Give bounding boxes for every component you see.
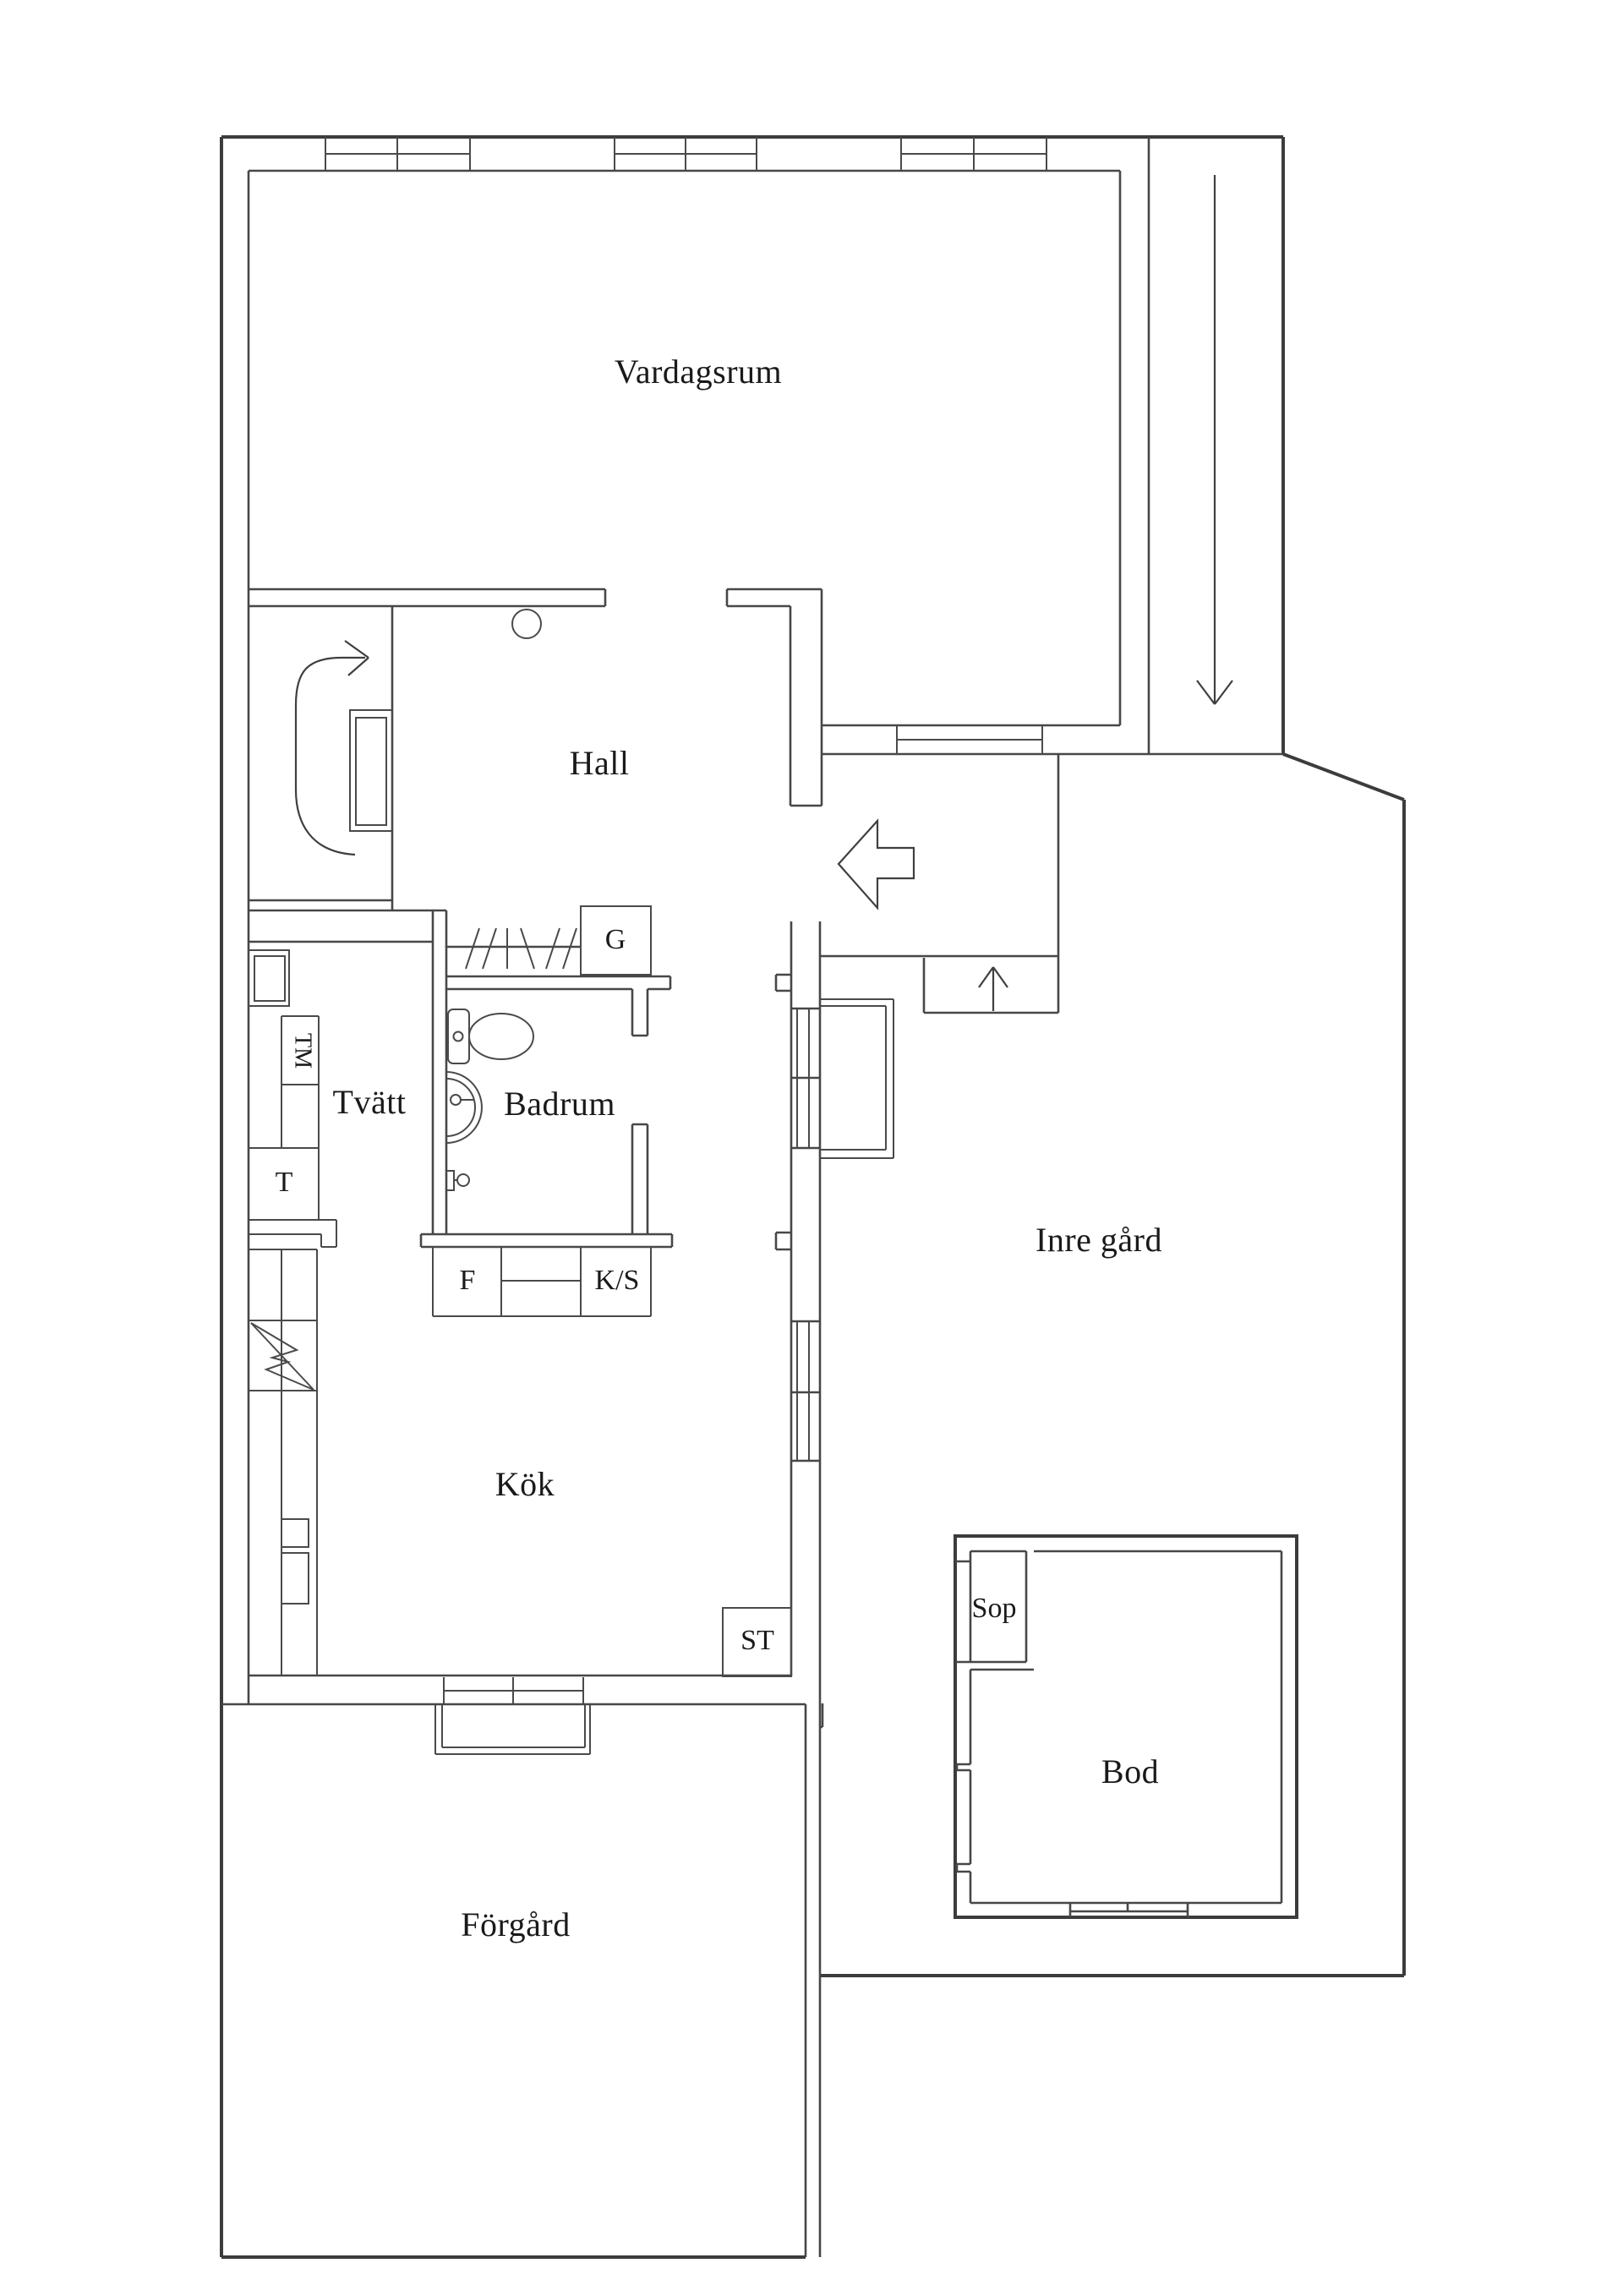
room-label-inre-gard: Inre gård (1036, 1221, 1162, 1259)
room-label-vardagsrum: Vardagsrum (615, 353, 782, 391)
room-label-badrum: Badrum (504, 1085, 615, 1123)
bod-outbuilding (954, 1534, 1298, 1919)
badrum-fixtures (445, 1009, 534, 1191)
wardrobe-hatch-marks (465, 927, 577, 970)
stair-flight-inner (355, 717, 387, 826)
room-label-kok: Kök (495, 1465, 555, 1503)
bod-inner-walls (955, 1550, 1283, 1917)
corridor (1196, 175, 1233, 705)
window-glazing-lines (443, 1677, 584, 1704)
laundry-bench-lines (249, 1015, 337, 1248)
hall-walls (249, 606, 674, 1249)
window-glazing-lines (325, 137, 1047, 171)
vardagsrum-wall-lines (249, 137, 1283, 807)
vardagsrum-walls (249, 137, 1283, 807)
toilet-tank (447, 1009, 470, 1064)
bay-window (820, 998, 894, 1159)
entrance-vestibule (820, 754, 1060, 1014)
kok-walls-and-fixtures (221, 1249, 824, 2257)
east-wall-with-windows (774, 921, 894, 1704)
inner-boundary-lines (247, 169, 1120, 1704)
outer-boundary (220, 135, 1406, 2259)
east-wall-lines (774, 921, 822, 1704)
laundry-sink-inner (254, 955, 286, 1002)
wardrobe-g-box (580, 905, 652, 976)
basin-tap (450, 1094, 462, 1106)
outer-walls (220, 135, 1406, 2259)
top-wall-windows (325, 137, 1047, 171)
toilet-flush-button (452, 1030, 464, 1042)
window-glazing-lines (896, 725, 1043, 754)
tvatt-fixtures (248, 949, 337, 1248)
fixture-label-stad: ST (740, 1625, 774, 1656)
fixture-labels: G TM T F K/S ST (276, 924, 774, 1656)
staircase (294, 640, 393, 856)
kitchen-sink-large (281, 1552, 309, 1604)
room-label-forgard: Förgård (461, 1905, 570, 1943)
porch-steps (434, 1705, 591, 1755)
stair-up-arrow (294, 640, 369, 856)
fixture-label-tvattmaskin: TM (290, 1033, 316, 1069)
shower-mixer-plate (446, 1170, 457, 1191)
cabinet-row (432, 1246, 652, 1317)
bod-outer-wall (954, 1534, 1298, 1919)
laundry-sink-outer (248, 949, 290, 1007)
window-glazing-lines (796, 1009, 810, 1461)
room-label-bod: Bod (1101, 1752, 1159, 1790)
stad-box (722, 1607, 792, 1677)
ceiling-light-circle (511, 609, 542, 639)
room-label-hall: Hall (570, 744, 630, 782)
stair-flight-outer (349, 709, 393, 832)
kok-wall-lines (221, 1674, 824, 2257)
shower-mixer (456, 1173, 470, 1187)
electric-flash (250, 1322, 314, 1391)
up-steps-arrow (978, 966, 1008, 1011)
fixture-label-torktumlare: T (276, 1167, 293, 1198)
cabinet-boxes (432, 1246, 652, 1317)
fixture-label-kyl-sval: K/S (595, 1265, 640, 1296)
room-labels: Vardagsrum Hall Tvätt Badrum Kök Inre gå… (333, 353, 1162, 1943)
porch (434, 1705, 591, 1755)
fixture-label-frys: F (460, 1265, 476, 1296)
vestibule-walls (820, 754, 1060, 1014)
kitchen-sink-small (281, 1518, 309, 1548)
toilet-bowl (468, 1013, 534, 1060)
kok-counter-lines (249, 1249, 318, 1676)
fixture-label-garderob: G (605, 924, 626, 955)
down-direction-arrow (1196, 175, 1233, 705)
room-label-sop: Sop (972, 1593, 1017, 1624)
room-label-tvatt: Tvätt (333, 1083, 407, 1121)
entry-arrow (837, 818, 915, 910)
washbasin (445, 1071, 483, 1144)
